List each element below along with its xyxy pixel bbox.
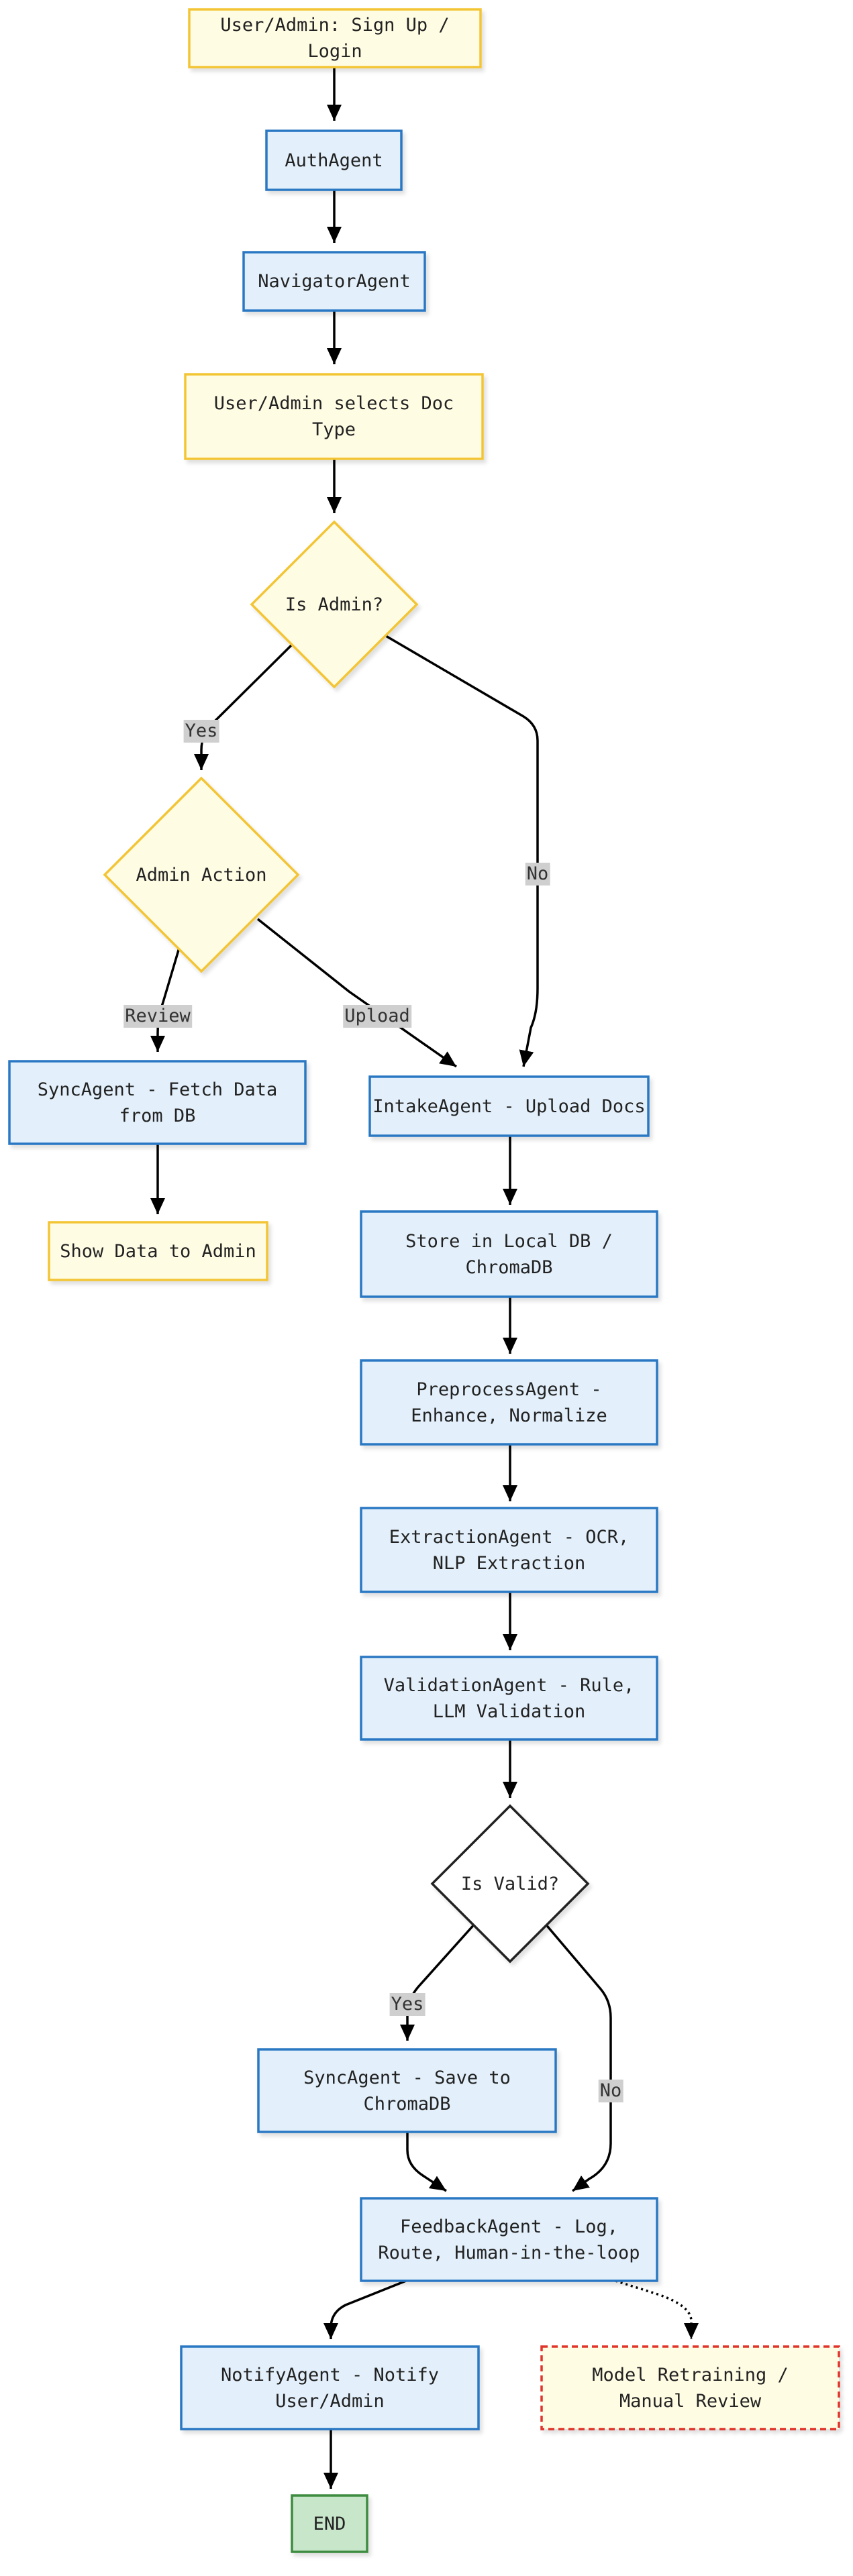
store-local-label: Store in Local DB / ChromaDB [405,1230,613,1278]
auth-agent-label: AuthAgent [285,150,383,171]
select-doc-type-box [184,373,484,460]
edge-isvalid-yes [400,1921,477,2041]
notify-agent-label: NotifyAgent - Notify User/Admin [220,2364,440,2412]
nodes [8,8,840,2553]
admin-action-diamond [103,776,300,973]
edge-label-is-admin-no: No [525,863,550,885]
sync-save-label: SyncAgent - Save to ChromaDB [303,2067,511,2114]
auth-agent-box [265,129,403,191]
model-retraining-box [540,2345,840,2430]
sync-fetch-label: SyncAgent - Fetch Data from DB [37,1079,278,1126]
edge-adminaction-upload [256,918,458,1068]
preprocess-agent-label: PreprocessAgent - Enhance, Normalize [411,1379,607,1426]
sync-save-box [257,2048,557,2133]
admin-action-label: Admin Action [136,864,267,885]
edge-isadmin-yes [194,644,293,770]
intake-agent-label: IntakeAgent - Upload Docs [372,1095,646,1117]
is-valid-label: Is Valid? [460,1873,560,1894]
navigator-agent-label: NavigatorAgent [258,271,411,292]
sync-fetch-box [8,1060,307,1145]
end-label: END [313,2513,346,2534]
feedback-agent-label: FeedbackAgent - Log, Route, Human-in-the… [378,2216,640,2263]
edge-syncsave-feedback [406,2132,447,2192]
extraction-agent-box [360,1507,658,1593]
model-retraining-label: Model Retraining / Manual Review [592,2364,789,2412]
store-local-box [360,1210,658,1298]
feedback-agent-box [360,2197,658,2282]
extraction-agent-label: ExtractionAgent - OCR, NLP Extraction [389,1526,630,1574]
edge-label-is-admin-yes: Yes [183,720,219,743]
edge-label-admin-review: Review [123,1005,192,1028]
show-data-box [48,1221,268,1281]
edge-label-is-valid-no: No [598,2080,623,2102]
navigator-agent-box [242,251,426,312]
edge-feedback-notify [323,2279,407,2339]
edge-isvalid-no [543,1921,612,2192]
edge-label-is-valid-yes: Yes [389,1993,425,2016]
preprocess-agent-box [360,1359,658,1446]
show-data-label: Show Data to Admin [60,1240,256,1262]
is-valid-diamond [430,1804,590,1964]
is-admin-diamond [250,520,419,689]
edge-feedback-retrain [615,2279,699,2339]
end-box [291,2494,368,2553]
select-doc-type-label: User/Admin selects Doc Type [213,393,454,440]
validation-agent-label: ValidationAgent - Rule, LLM Validation [383,1674,635,1722]
login-box [188,8,482,68]
edge-adminaction-review [150,947,181,1052]
notify-agent-box [180,2345,480,2430]
login-label: User/Admin: Sign Up / Login [220,15,450,62]
edge-label-admin-upload: Upload [343,1005,411,1028]
is-admin-label: Is Admin? [285,594,384,615]
intake-agent-box [368,1075,650,1137]
edge-isadmin-no [385,635,539,1067]
validation-agent-box [360,1656,658,1741]
